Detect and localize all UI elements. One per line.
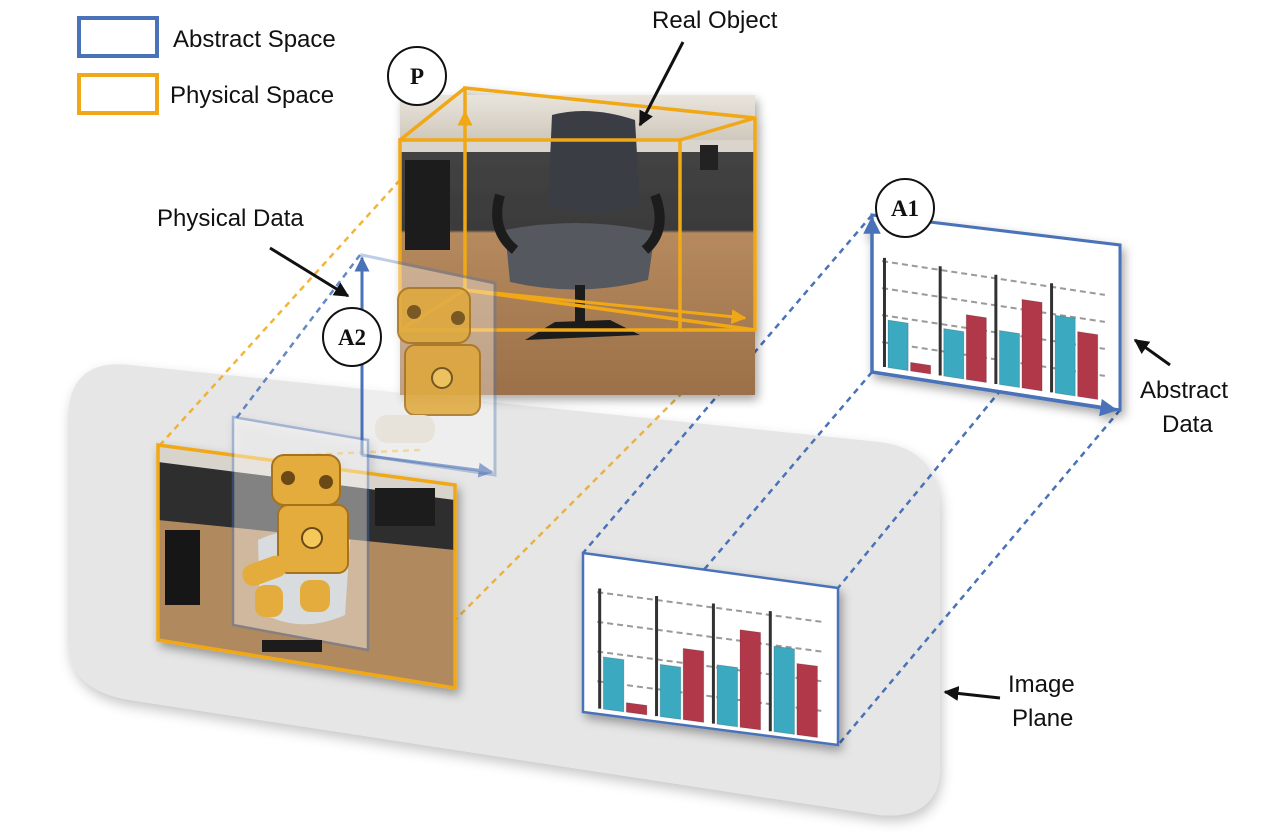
a1-gridline [881,287,1106,323]
proj-bar-1-4 [773,645,795,735]
a1-bar-2-2 [965,314,987,384]
badge-a1-text: A1 [891,196,919,221]
legend-swatch-physical [77,73,159,115]
physical-data-layer [354,253,497,478]
a1-gridline [881,314,1106,350]
a1-bar-1-2 [943,327,965,380]
image-plane-arrow [943,686,1001,701]
legend: Abstract Space Physical Space [77,16,336,115]
badge-a2-text: A2 [338,325,366,350]
a1-bar-1-1 [887,319,909,372]
abstract-data-panel [863,213,1122,417]
real-object-label: Real Object [652,7,778,34]
real-object-arrow [638,41,685,127]
physical-data-arrow [269,246,350,298]
robot-on-chair-photo-icon [242,454,350,652]
proj-bar-2-3 [739,629,762,731]
abstract-data-label-line1: Abstract [1140,377,1228,404]
abstract-data-arrow [1133,338,1171,367]
composite-ar-image [156,415,457,691]
a1-bar-2-4 [1077,330,1099,401]
image-plane-label-line1: Image [1008,671,1075,698]
a1-gridline [881,260,1106,296]
a1-bar-1-4 [1054,314,1076,397]
badge-p: P [387,46,447,106]
a1-bar-2-3 [1021,298,1043,392]
badge-p-text: P [410,64,424,89]
robot-figure-icon [375,287,481,443]
abstract-data-label-line2: Data [1162,411,1213,438]
proj-bar-2-2 [682,647,705,723]
a1-bar-2-1 [910,361,932,375]
badge-a1: A1 [875,178,935,238]
legend-label-abstract: Abstract Space [173,26,336,53]
proj-bar-1-1 [602,656,625,713]
proj-bar-1-3 [716,664,739,728]
proj-gridline [597,620,825,653]
projected-chart [597,588,825,739]
a1-bar-1-3 [998,329,1021,389]
proj-bar-2-1 [625,702,648,716]
abstract-chart [881,257,1106,401]
legend-label-physical: Physical Space [170,82,334,109]
image-plane-label-line2: Plane [1012,705,1073,732]
a1-gridline [881,341,1106,377]
physical-data-label: Physical Data [157,205,304,232]
proj-bar-2-4 [796,662,818,739]
badge-a2: A2 [322,307,382,367]
legend-swatch-abstract [77,16,159,58]
projected-chart-panel [581,551,840,747]
proj-bar-1-2 [659,663,682,720]
real-object-photo [398,86,757,395]
proj-gridline [597,591,825,624]
